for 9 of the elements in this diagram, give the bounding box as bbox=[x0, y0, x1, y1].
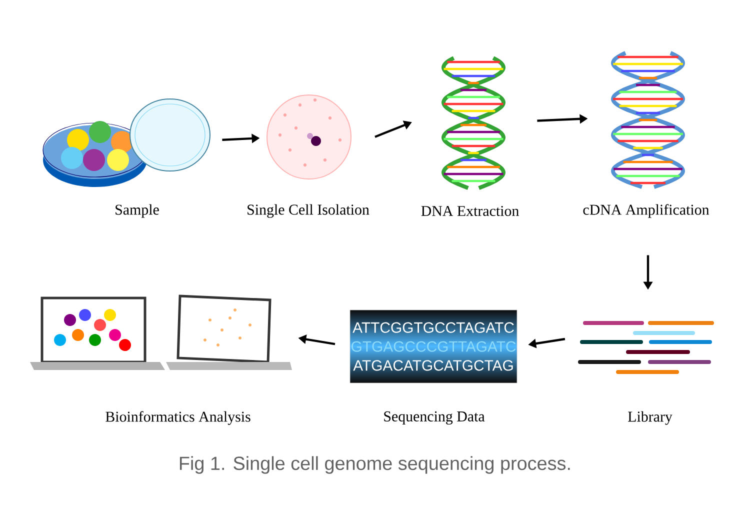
step-caption: DNA Extraction bbox=[421, 206, 519, 216]
sequence-display-box: ATTCGGTGCCTAGATC GTGAGCCCGTTAGATC ATGACATGCATGCTAG bbox=[350, 310, 518, 384]
step-caption: Sample bbox=[116, 204, 159, 218]
figure-caption: Fig 1. Single cell genome sequencing process. bbox=[180, 456, 570, 474]
step-caption: Sequencing Data bbox=[384, 411, 485, 425]
step-caption: Library bbox=[628, 411, 672, 425]
step-caption: Bioinformatics Analysis bbox=[106, 411, 250, 425]
step-caption: cDNA Amplification bbox=[583, 204, 710, 218]
step-caption: Single Cell Isolation bbox=[248, 204, 370, 218]
